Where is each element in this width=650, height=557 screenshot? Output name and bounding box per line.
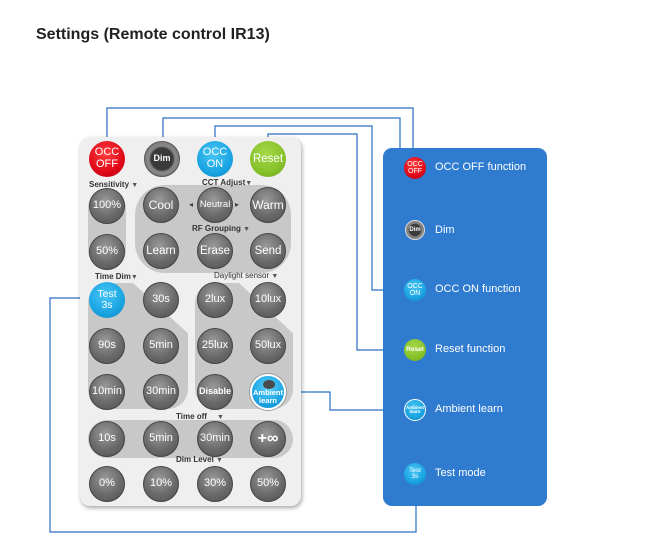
remote-control: OCC OFF Dim OCC ON Reset Sensitivity ▼ C… xyxy=(80,137,301,506)
time-dim-10min-button[interactable]: 10min xyxy=(89,374,125,410)
legend-ambient-learn-icon: Ambient learn xyxy=(404,399,426,421)
cct-neutral-button[interactable]: Neutral xyxy=(197,187,233,223)
cct-warm-button[interactable]: Warm xyxy=(250,187,286,223)
time-dim-label: Time Dim▼ xyxy=(95,272,138,281)
daylight-25lux-button[interactable]: 25lux xyxy=(197,328,233,364)
legend-occ-off-icon: OCC OFF xyxy=(404,157,426,179)
time-dim-5min-button[interactable]: 5min xyxy=(143,328,179,364)
ambient-learn-button[interactable]: Ambient learn xyxy=(250,374,286,410)
reset-button[interactable]: Reset xyxy=(250,141,286,177)
legend-occ-on-icon: OCC ON xyxy=(404,279,426,301)
rf-grouping-label: RF Grouping ▼ xyxy=(192,224,251,233)
legend-occ-off-label: OCC OFF function xyxy=(435,161,527,173)
rf-erase-button[interactable]: Erase xyxy=(197,233,233,269)
time-dim-test-button[interactable]: Test 3s xyxy=(89,282,125,318)
time-off-infinity-button[interactable]: +∞ xyxy=(250,421,286,457)
cct-right-arrow-icon: ▸ xyxy=(235,200,240,209)
dim-level-0-button[interactable]: 0% xyxy=(89,466,125,502)
wire-reset xyxy=(267,133,404,351)
cct-adjust-label: CCT Adjust▼ xyxy=(202,178,253,187)
dim-level-50-button[interactable]: 50% xyxy=(250,466,286,502)
legend-reset-icon: Reset xyxy=(404,339,426,361)
cct-cool-button[interactable]: Cool xyxy=(143,187,179,223)
legend-ambient-learn-label: Ambient learn xyxy=(435,403,503,415)
sensitivity-50-button[interactable]: 50% xyxy=(89,234,125,270)
wire-occ-on xyxy=(214,125,404,291)
time-off-label: Time off ▼ xyxy=(176,412,224,421)
sensitivity-label: Sensitivity ▼ xyxy=(89,180,139,189)
rf-learn-button[interactable]: Learn xyxy=(143,233,179,269)
occ-off-button[interactable]: OCC OFF xyxy=(89,141,125,177)
time-off-30min-button[interactable]: 30min xyxy=(197,421,233,457)
time-dim-90s-button[interactable]: 90s xyxy=(89,328,125,364)
time-off-10s-button[interactable]: 10s xyxy=(89,421,125,457)
dim-level-label: Dim Level ▼ xyxy=(176,455,223,464)
daylight-disable-button[interactable]: Disable xyxy=(197,374,233,410)
legend-dim-label: Dim xyxy=(435,224,455,236)
sensitivity-100-button[interactable]: 100% xyxy=(89,188,125,224)
legend-test-mode-label: Test mode xyxy=(435,467,486,479)
legend-occ-on-label: OCC ON function xyxy=(435,283,521,295)
daylight-50lux-button[interactable]: 50lux xyxy=(250,328,286,364)
legend-test-mode-icon: Test 3s xyxy=(404,463,426,485)
dim-level-30-button[interactable]: 30% xyxy=(197,466,233,502)
daylight-sensor-label: Daylight sensor ▼ xyxy=(214,271,279,280)
wire-ambient xyxy=(288,391,404,411)
page-title: Settings (Remote control IR13) xyxy=(36,26,270,43)
time-dim-30s-button[interactable]: 30s xyxy=(143,282,179,318)
legend-panel xyxy=(383,148,547,506)
dim-level-10-button[interactable]: 10% xyxy=(143,466,179,502)
cct-left-arrow-icon: ◂ xyxy=(189,200,194,209)
wire-occ-off xyxy=(106,107,414,160)
daylight-10lux-button[interactable]: 10lux xyxy=(250,282,286,318)
legend-dim-icon: Dim xyxy=(405,220,425,240)
ambient-learn-label: Ambient learn xyxy=(253,388,283,405)
daylight-2lux-button[interactable]: 2lux xyxy=(197,282,233,318)
ambient-sensor-icon xyxy=(263,380,275,389)
time-dim-30min-button[interactable]: 30min xyxy=(143,374,179,410)
time-off-5min-button[interactable]: 5min xyxy=(143,421,179,457)
occ-on-button[interactable]: OCC ON xyxy=(197,141,233,177)
wire-test xyxy=(49,297,417,533)
dim-button[interactable]: Dim xyxy=(144,141,180,177)
rf-send-button[interactable]: Send xyxy=(250,233,286,269)
legend-reset-label: Reset function xyxy=(435,343,506,355)
